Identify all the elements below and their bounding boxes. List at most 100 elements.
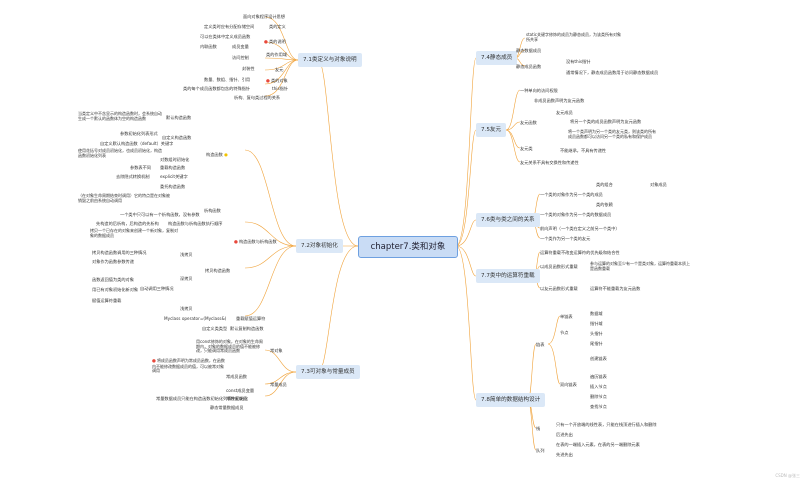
node: 将另一个类的成员函数声明为友元函数 [570, 119, 642, 124]
watermark: CSDN @张三 [775, 473, 800, 478]
branch-7-8[interactable]: 7.8简单的数据结构设计 [476, 393, 546, 407]
node: 面向对象程序设计思想 [243, 14, 285, 19]
node: 类的定义 [269, 24, 286, 29]
node: 拷贝构造函数 [205, 268, 231, 273]
node: 双向链表 [560, 382, 577, 387]
node: 构造函数与析构函数执行顺序 [168, 221, 223, 226]
node: 先进先出 [556, 452, 573, 457]
node: 访问控制 [232, 55, 249, 60]
node: 常量成员 [270, 382, 287, 387]
node: ●类的对象 [266, 78, 288, 84]
node: 常量数据成员只能在构造函数初始化列表中初始化 [156, 396, 249, 401]
branch-7-2[interactable]: 7.2对象初始化 [296, 239, 343, 253]
node: 常成员函数 [226, 374, 247, 379]
node: 类的依赖 [596, 202, 613, 207]
node: 类的每个成员函数都包含的特殊指针 [183, 86, 251, 91]
node: 一个类的对象作为另一个类的成员 [540, 192, 603, 197]
node: 定义类时应有分配存储空间 [204, 24, 255, 29]
node: 浅拷贝 [180, 306, 193, 311]
note: 拷贝一个已存在的对象来创建一个新对象，复制对象的数据成员 [90, 228, 178, 238]
node: 栈 [536, 426, 541, 431]
node: 数据域 [590, 311, 603, 316]
node: 在表的一端插入元素，在表的另一端删除元素 [556, 442, 640, 447]
node: 析构函数 [204, 208, 221, 213]
node: 前向声明（一个类在定义之前另一个类中） [540, 226, 620, 231]
note: （在对象生命周期结束时调用）它的特点是在对象被销毁之前由系统自动调用 [78, 193, 170, 203]
note: 用const修饰的对象，在对象的生命周期内，对象的数据成员的值不能被修改，只能调… [196, 339, 263, 354]
node: 自定义构造函数 [162, 135, 192, 140]
node: 内联函数 [200, 44, 217, 49]
node: 重载赋值运算符 [236, 316, 266, 321]
node: 创建链表 [590, 356, 607, 361]
node: 友元成员 [556, 110, 573, 115]
node: 友元 [275, 67, 284, 72]
node: 友元关系不具有交换性和传递性 [520, 160, 579, 165]
node: ●构造函数与析构函数 [234, 239, 277, 245]
node: 自定义默认构造函数（default）关键字 [100, 141, 174, 146]
note: 当类定义中不含显示的构造函数时，会系统自动生成一个默认的函数体为空的构造函数 [78, 111, 162, 121]
node: 成员变量 [232, 44, 249, 49]
node: 友元函数 [520, 120, 537, 125]
node: 友元类 [520, 146, 533, 151]
node: 自动调用三种情况 [140, 286, 174, 291]
node: 去除隐式转换机制 [116, 174, 150, 179]
node: 查找节点 [590, 404, 607, 409]
node: 只有一个开放端的线性表，只能在栈顶进行插入和删除 [556, 422, 657, 427]
node: 一个类作为另一个类的友元 [540, 236, 591, 241]
node: 对象成员 [650, 182, 667, 187]
node: 不能继承，不具有传递性 [560, 148, 607, 153]
node: 插入节点 [590, 384, 607, 389]
branch-7-6[interactable]: 7.6类与类之间的关系 [476, 213, 540, 227]
node: 一个类的对象作为另一个类的数据成员 [540, 212, 612, 217]
node: 委托构造函数 [160, 184, 186, 189]
node: 指针域 [590, 321, 603, 326]
branch-7-3[interactable]: 7.3可对象与常量成员 [296, 365, 360, 379]
node: 静态成员函数 [516, 64, 542, 69]
node: 默认复制构造函数 [230, 326, 264, 331]
node: 运算符不能重载为友元函数 [590, 286, 641, 291]
node: 遍历链表 [590, 374, 607, 379]
node: 拷贝构造函数调用的三种情况 [92, 250, 147, 255]
central-topic[interactable]: chapter7.类和对象 [358, 236, 458, 258]
node: 先构造的后析构，后构造的先析构 [96, 221, 159, 226]
branch-7-4[interactable]: 7.4静态成员 [476, 51, 518, 65]
node: 头指针 [590, 331, 603, 336]
node: 队列 [536, 448, 545, 453]
node: 构造函数 ● [206, 152, 228, 157]
node: 自定义类类型 [202, 326, 228, 331]
note: static关键字修饰的成员为静态成员，为该类所有对象所共享 [526, 32, 621, 42]
note: 将一个类声明为另一个类的友元类，则该类的所有成员函数都可以访问另一个类的私有和保… [568, 129, 656, 139]
node: this指针 [272, 86, 289, 91]
node: 数量、数组、指针、引用 [204, 77, 251, 82]
node: 析构、复句类过程的关系 [234, 95, 281, 100]
node: 尾指针 [590, 341, 603, 346]
node: 参数初始化列表形式 [120, 131, 158, 136]
node: 常数据成员 [226, 396, 247, 401]
branch-7-5[interactable]: 7.5友元 [476, 123, 507, 137]
node: Myclass operator=(Myclass&) [164, 316, 227, 321]
branch-7-7[interactable]: 7.7类中的运算符重载 [476, 269, 540, 283]
note: 使用花括号对成员初始化，也成员初始化，构造函数初始化列表 [78, 148, 162, 158]
node: 静态数据成员 [516, 48, 542, 53]
node: 对象作为函数参数传递 [92, 259, 134, 264]
node: 赋值运算符重载 [92, 298, 122, 303]
node: 单链表 [560, 314, 573, 319]
node: 参数表不同 [130, 165, 151, 170]
node: 静态常量数据成员 [210, 405, 244, 410]
node: 没有this指针 [566, 59, 591, 64]
node: ●类的说明 [264, 39, 286, 45]
node: 以成员函数形式重载 [540, 264, 578, 269]
note: ●将成员函数声明为常成员函数，在函数内不能修改数据成员的值，可以被常对象调用 [152, 358, 225, 374]
node: 深拷贝 [180, 276, 193, 281]
branch-7-1[interactable]: 7.1类定义与对象说明 [298, 53, 362, 67]
node: 以友元函数形式重载 [540, 286, 578, 291]
node: 运算符重载不改变运算符的优先级和结合性 [540, 250, 620, 255]
node: 一种单向的访问权限 [520, 88, 558, 93]
node: 默认构造函数 [166, 115, 192, 120]
node: 类的组合 [596, 182, 613, 187]
node: 一个类中只可以有一个析构函数，没有参数 [120, 212, 200, 217]
node: 可以在类体中定义成员函数 [200, 34, 251, 39]
node: const成员变量 [226, 388, 255, 393]
node: explicit关键字 [160, 174, 188, 179]
